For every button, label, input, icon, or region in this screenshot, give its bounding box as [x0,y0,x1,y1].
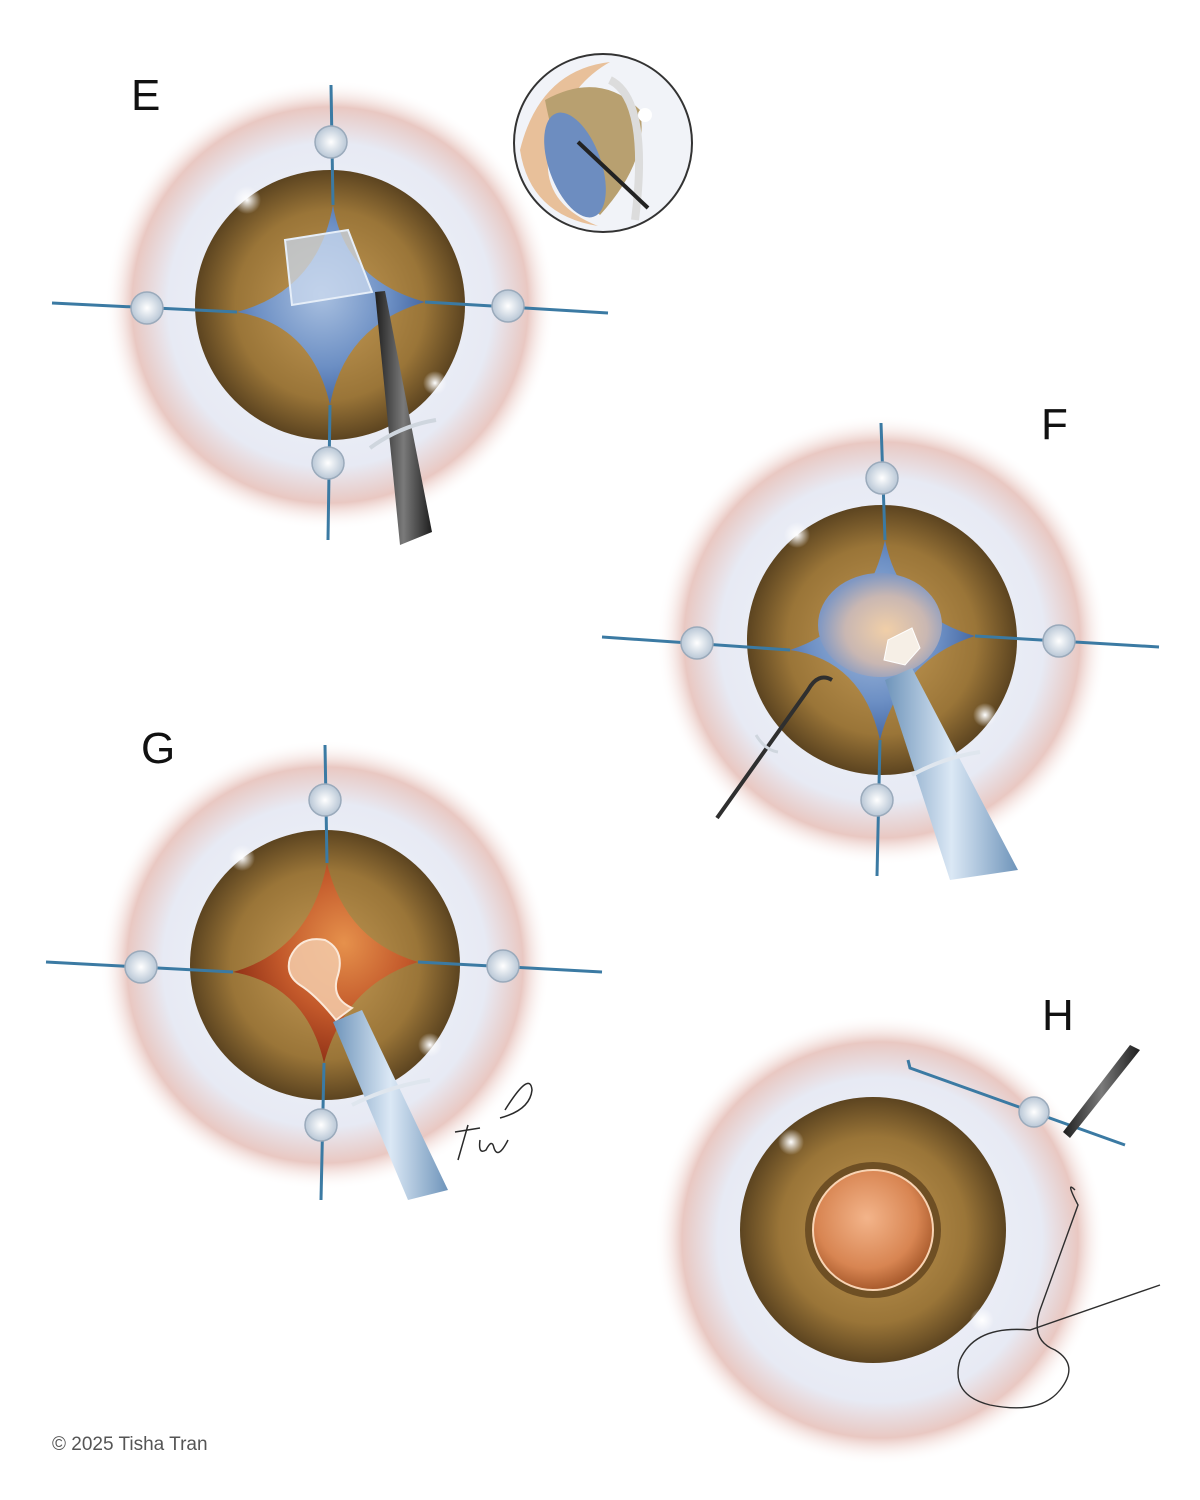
panel-label-e: E [131,71,160,120]
panel-e-glint-2 [423,371,447,395]
panel-e-glint-1 [233,186,261,214]
panel-h-iris-hook-removed [906,1059,1126,1147]
panel-h-iol [812,1169,934,1291]
panel-f-glint-2 [973,703,997,727]
panel-g-hook-rings [124,783,520,1142]
panel-label-h: H [1042,991,1074,1040]
panel-h-glint-2 [970,1308,994,1332]
panel-label-f: F [1041,400,1068,449]
panel-e-forceps [368,291,437,545]
panel-f-hook-rings [680,461,1076,817]
panel-e-stretched-pupil [237,205,425,405]
panel-h-eye [655,1015,1161,1465]
panel-g-cortex-aspirated [287,938,354,1022]
panel-g-glint-2 [418,1033,442,1057]
panel-g-eye [45,740,603,1201]
panel-e-capsule-flap [283,228,374,307]
panel-e-inset-magnifier [513,53,693,233]
panel-label-g: G [141,724,175,773]
panel-h-tying-forceps [1063,1045,1140,1138]
panel-g-glint-1 [229,845,255,871]
panel-f-chopper [715,675,833,820]
panel-g-ia-cannula [333,1010,448,1200]
panel-h-suture [957,1186,1161,1409]
panel-f-nucleus-fragment [883,627,921,666]
panel-e-hook-rings [130,125,525,480]
panel-f-phaco-handpiece [885,668,1018,880]
panel-f-nucleus [818,573,942,677]
panel-f-eye [601,415,1160,880]
copyright-notice: © 2025 Tisha Tran [52,1434,208,1455]
artist-signature [454,1082,533,1161]
panel-e-eye [51,80,609,545]
panel-f-glint-1 [784,522,810,548]
panel-h-glint-1 [778,1129,804,1155]
